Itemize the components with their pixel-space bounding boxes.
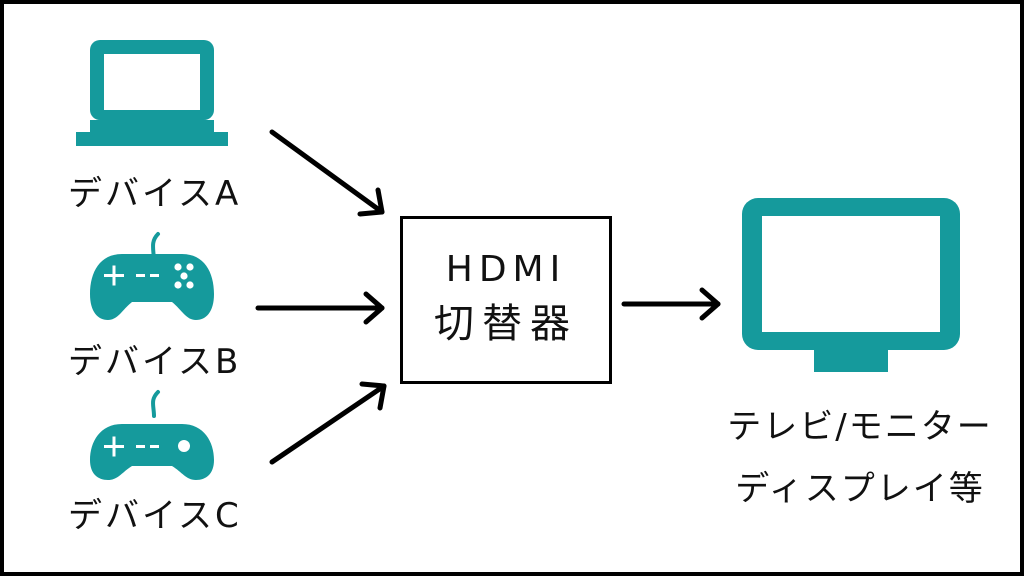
gamepad-icon <box>90 232 214 320</box>
device-b-label: デバイスB <box>68 342 242 382</box>
device-c-label: デバイスC <box>68 496 242 536</box>
arrow-device-c-to-switch <box>269 381 387 465</box>
display-label-line1: テレビ/モニター <box>727 407 993 447</box>
gamepad-icon <box>90 390 214 480</box>
laptop-icon <box>76 40 228 146</box>
display-label-line2: ディスプレイ等 <box>735 469 985 509</box>
monitor-icon <box>742 198 960 372</box>
arrow-device-b-to-switch <box>255 291 385 325</box>
device-a-label: デバイスA <box>68 174 242 214</box>
arrow-switch-to-display <box>621 287 721 321</box>
switch-title: HDMI <box>445 249 567 290</box>
arrow-device-a-to-switch <box>269 129 385 217</box>
switch-subtitle: 切替器 <box>434 301 578 347</box>
hdmi-switch-box: HDMI 切替器 <box>400 216 612 384</box>
diagram-graphics <box>76 40 960 480</box>
display-label: テレビ/モニター ディスプレイ等 <box>720 396 1000 520</box>
